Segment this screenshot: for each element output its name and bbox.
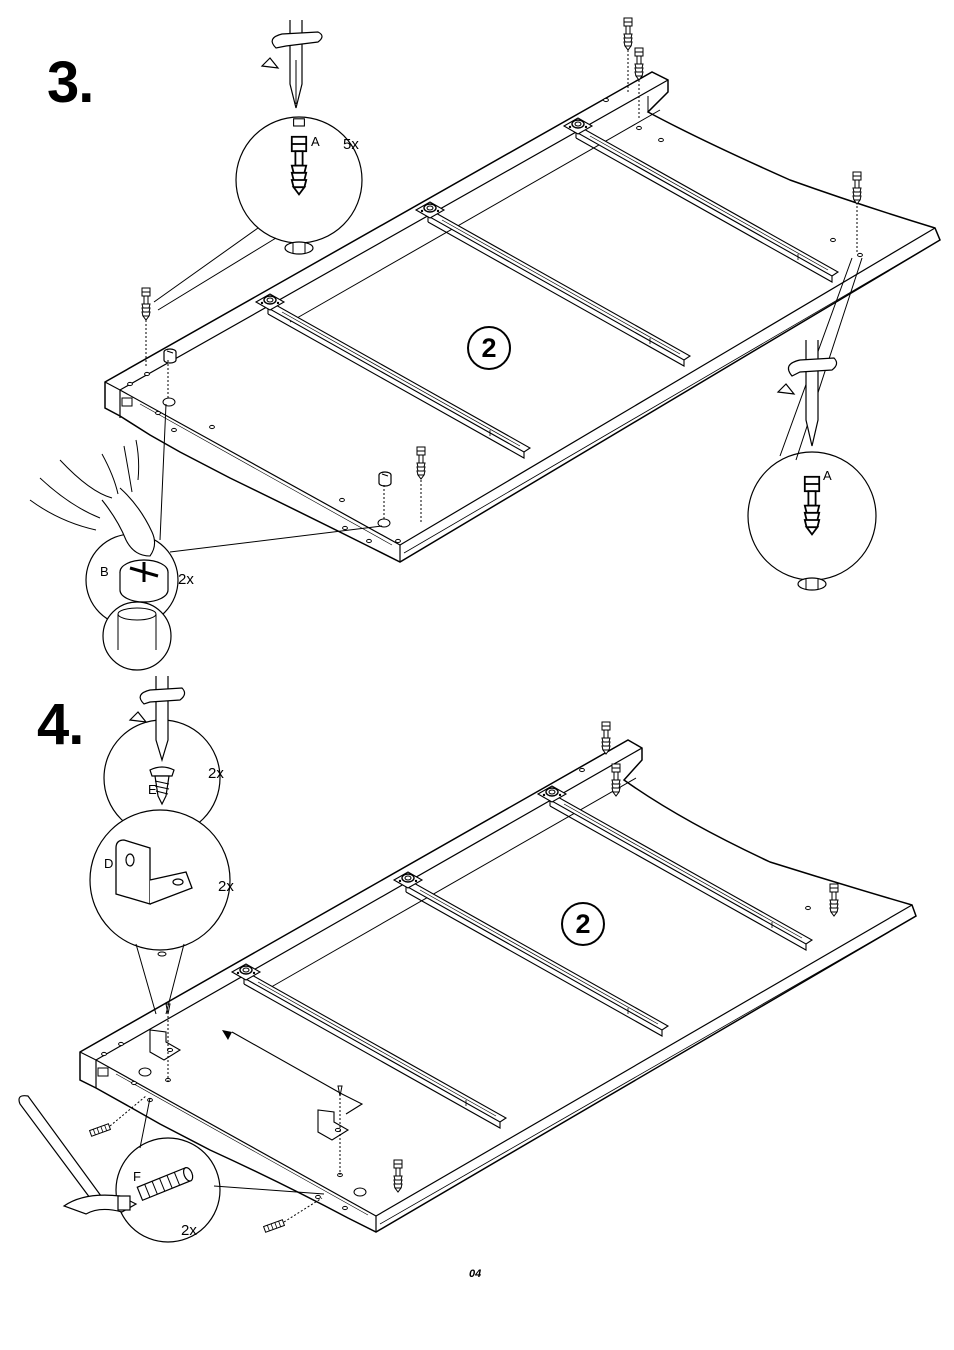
page-number: 04: [469, 1268, 481, 1280]
part-quantity-a-top: 5x: [343, 137, 359, 152]
part-label-a-right: A: [823, 469, 832, 482]
part-label-e: E: [148, 783, 157, 796]
part-quantity-f: 2x: [181, 1223, 197, 1238]
part-quantity-d: 2x: [218, 879, 234, 894]
part-quantity-b: 2x: [178, 572, 194, 587]
step-3-panel-id: 2: [467, 326, 511, 370]
step-4-panel-id: 2: [561, 902, 605, 946]
step-3-number: 3.: [47, 54, 93, 112]
part-label-d: D: [104, 857, 113, 870]
step-4-number: 4.: [37, 696, 83, 754]
part-label-b: B: [100, 565, 109, 578]
part-label-a-top: A: [311, 135, 320, 148]
step-4-panel: [19, 676, 916, 1242]
part-quantity-e: 2x: [208, 766, 224, 781]
part-label-f: F: [133, 1170, 141, 1183]
